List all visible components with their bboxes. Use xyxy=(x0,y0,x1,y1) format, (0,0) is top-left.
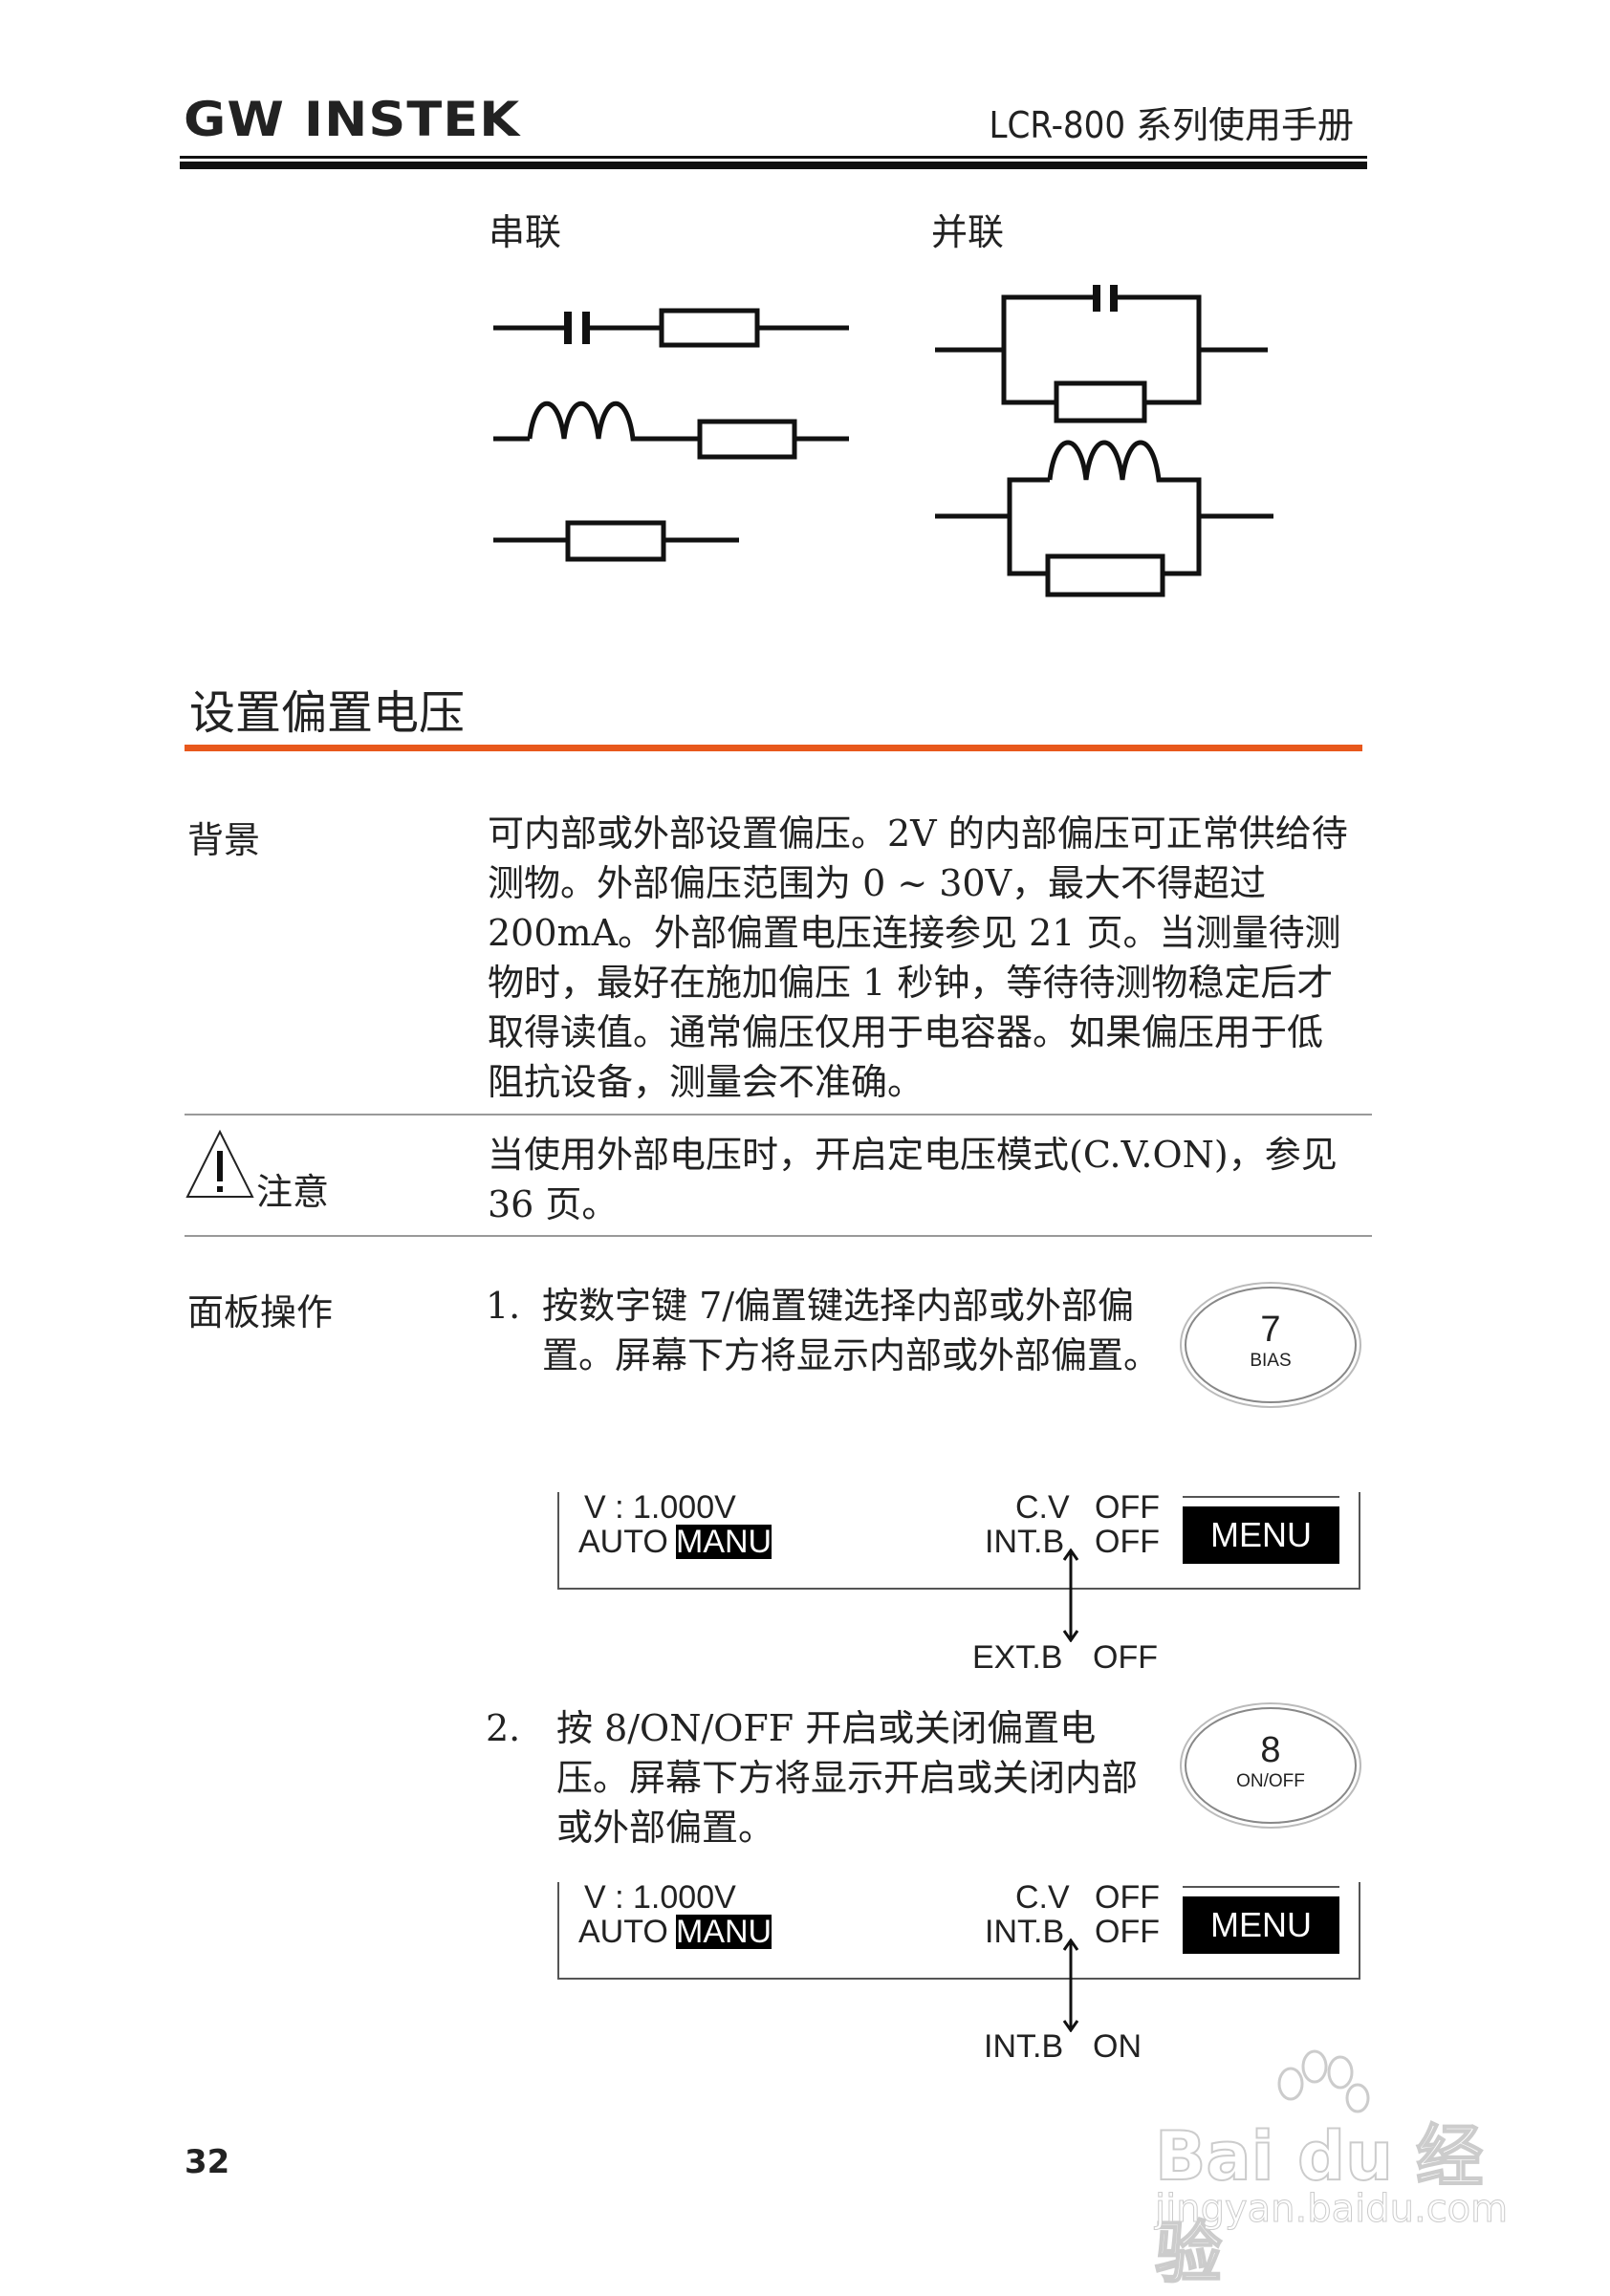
lcd-manu: MANU xyxy=(676,1914,772,1950)
result-state: ON xyxy=(1093,2028,1142,2065)
series-label: 串联 xyxy=(489,211,562,253)
lcd-display: V : 1.000V AUTO MANU C.V OFF INT.B OFF M… xyxy=(557,1489,1360,1590)
lcd-cv-state: OFF xyxy=(1095,1879,1160,1916)
header-rule-thick xyxy=(180,162,1367,169)
on-off-key-button[interactable]: 8 ON/OFF xyxy=(1185,1707,1357,1824)
lcd-bias: INT.B xyxy=(985,1914,1065,1950)
note-label: 注意 xyxy=(256,1171,330,1213)
brand-logo: GW INSTEK xyxy=(184,92,521,147)
lcd-display: V : 1.000V AUTO MANU C.V OFF INT.B OFF M… xyxy=(557,1879,1360,1980)
page-number: 32 xyxy=(185,2143,230,2181)
toggle-arrow-icon xyxy=(1062,1549,1079,1642)
warning-triangle-icon xyxy=(185,1129,254,1198)
divider xyxy=(185,1235,1372,1237)
lcd-auto: AUTO xyxy=(578,1914,668,1950)
key-label: 7 xyxy=(1260,1310,1281,1350)
document-title: LCR-800 系列使用手册 xyxy=(989,104,1354,146)
panel-operation-label: 面板操作 xyxy=(187,1291,334,1333)
key-sublabel: ON/OFF xyxy=(1236,1771,1305,1791)
parallel-label: 并联 xyxy=(931,211,1005,253)
divider xyxy=(185,1114,1372,1116)
result-label: EXT.B xyxy=(972,1639,1063,1676)
section-rule xyxy=(185,745,1362,751)
result-state: OFF xyxy=(1093,1639,1158,1676)
paw-icon xyxy=(1277,2049,1370,2113)
section-title: 设置偏置电压 xyxy=(189,686,466,740)
parallel-inductor-resistor xyxy=(935,440,1273,597)
step-number: 1. xyxy=(486,1285,521,1327)
lcd-cv-state: OFF xyxy=(1095,1489,1160,1526)
lcd-auto: AUTO xyxy=(578,1524,668,1560)
result-label: INT.B xyxy=(984,2028,1064,2065)
lcd-cv: C.V xyxy=(1015,1489,1070,1526)
key-sublabel: BIAS xyxy=(1250,1351,1292,1371)
toggle-arrow-icon xyxy=(1062,1939,1079,2032)
menu-button[interactable]: MENU xyxy=(1183,1506,1339,1564)
background-text: 可内部或外部设置偏压。2V 的内部偏压可正常供给待测物。外部偏压范围为 0 ~ … xyxy=(488,812,1348,1103)
bias-key-button[interactable]: 7 BIAS xyxy=(1185,1287,1357,1403)
series-resistor xyxy=(493,520,739,562)
lcd-cv: C.V xyxy=(1015,1879,1070,1916)
step-text: 按数字键 7/偏置键选择内部或外部偏置。屏幕下方将显示内部或外部偏置。 xyxy=(542,1285,1161,1376)
watermark-brand: Bai du 经验 xyxy=(1154,2116,1484,2293)
watermark-url: jingyan.baidu.com xyxy=(1154,2187,1509,2232)
baidu-watermark: Bai du 经验 jingyan.baidu.com xyxy=(1147,2046,1530,2293)
key-label: 8 xyxy=(1260,1730,1281,1770)
header-rule xyxy=(180,156,1367,159)
background-label: 背景 xyxy=(187,819,261,861)
note-text: 当使用外部电压时，开启定电压模式(C.V.ON)，参见 36 页。 xyxy=(488,1134,1338,1225)
series-capacitor-resistor xyxy=(493,308,849,348)
lcd-bias: INT.B xyxy=(985,1524,1065,1560)
lcd-bias-state: OFF xyxy=(1095,1914,1160,1950)
menu-button[interactable]: MENU xyxy=(1183,1896,1339,1954)
lcd-bias-state: OFF xyxy=(1095,1524,1160,1560)
series-inductor-resistor xyxy=(493,401,849,460)
circuit-diagram xyxy=(493,285,1273,597)
lcd-voltage: V : 1.000V xyxy=(584,1879,736,1916)
step-number: 2. xyxy=(486,1707,521,1749)
parallel-capacitor-resistor xyxy=(935,285,1268,423)
step-text: 按 8/ON/OFF 开启或关闭偏置电压。屏幕下方将显示开启或关闭内部或外部偏置… xyxy=(556,1707,1139,1849)
lcd-voltage: V : 1.000V xyxy=(584,1489,736,1526)
lcd-manu: MANU xyxy=(676,1524,772,1560)
